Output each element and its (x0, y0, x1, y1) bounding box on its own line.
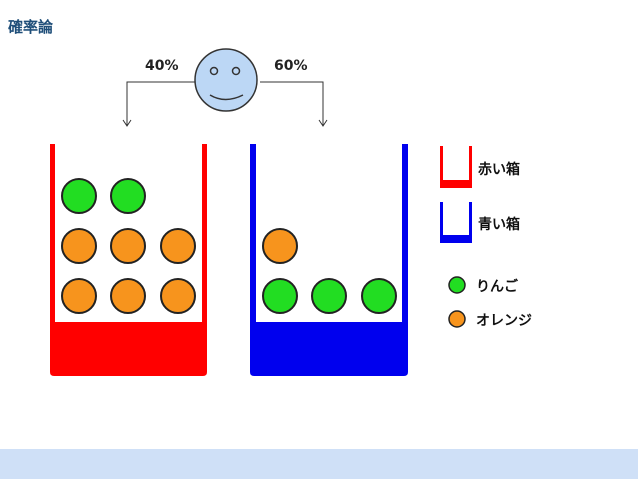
legend-apple-label: りんご (476, 279, 518, 295)
apple (61, 178, 97, 214)
legend-blue-box-label: 青い箱 (478, 217, 520, 233)
legend-orange-icon (448, 310, 466, 328)
smiley-face-icon (194, 48, 258, 112)
page-title: 確率論 (8, 18, 54, 36)
blue-box (250, 144, 408, 376)
left-probability-label: 40% (145, 58, 179, 74)
orange (61, 228, 97, 264)
orange (160, 278, 196, 314)
legend-red-box-icon (440, 146, 472, 188)
orange (262, 228, 298, 264)
legend-red-box-label: 赤い箱 (478, 162, 520, 178)
blue-box-fruits (262, 228, 397, 314)
apple (361, 278, 397, 314)
red-box-fruits (61, 178, 196, 314)
footer-bar (0, 449, 638, 479)
legend-orange-label: オレンジ (476, 313, 532, 329)
orange (61, 278, 97, 314)
legend-apple-icon (448, 276, 466, 294)
right-arrow (260, 81, 328, 127)
orange (110, 228, 146, 264)
right-probability-label: 60% (274, 58, 308, 74)
apple (110, 178, 146, 214)
left-arrow (122, 81, 196, 127)
legend-blue-box-icon (440, 202, 472, 243)
orange (160, 228, 196, 264)
red-box (50, 144, 207, 376)
orange (110, 278, 146, 314)
apple (311, 278, 347, 314)
apple (262, 278, 298, 314)
